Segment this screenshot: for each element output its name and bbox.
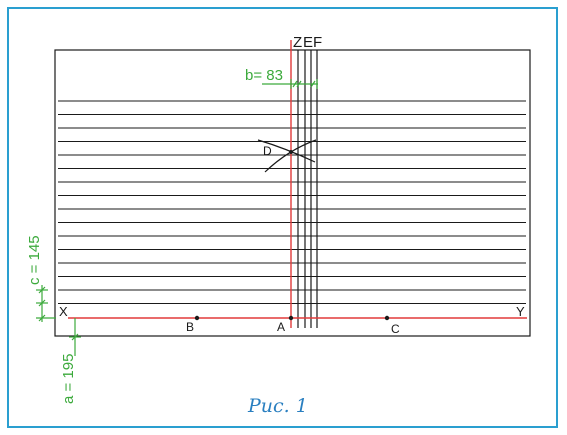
point-d xyxy=(289,150,293,154)
label-c: C xyxy=(391,322,400,336)
point-c xyxy=(384,315,390,321)
label-a: A xyxy=(277,320,285,334)
dimension-a xyxy=(69,318,81,356)
dimension-c-label: c = 145 xyxy=(26,235,43,285)
label-f: F xyxy=(313,34,322,51)
dimension-b xyxy=(262,79,318,89)
label-e: E xyxy=(303,34,313,51)
main-rectangle xyxy=(54,49,531,337)
label-d: D xyxy=(263,144,272,158)
point-a xyxy=(288,315,294,321)
point-b xyxy=(194,315,200,321)
label-z: Z xyxy=(293,34,302,51)
label-x: X xyxy=(59,304,68,319)
dimension-b-label: b= 83 xyxy=(245,67,283,84)
dimension-a-label: a = 195 xyxy=(60,354,77,404)
figure-caption: Рис. 1 xyxy=(247,395,308,417)
vertical-lines xyxy=(297,50,318,328)
label-b: B xyxy=(186,320,194,334)
dimension-c xyxy=(36,285,56,322)
arc-d-2 xyxy=(264,139,317,173)
label-y: Y xyxy=(516,304,525,319)
horizontal-lines xyxy=(58,100,526,305)
arc-d-1 xyxy=(257,139,316,163)
outer-frame xyxy=(7,7,558,428)
